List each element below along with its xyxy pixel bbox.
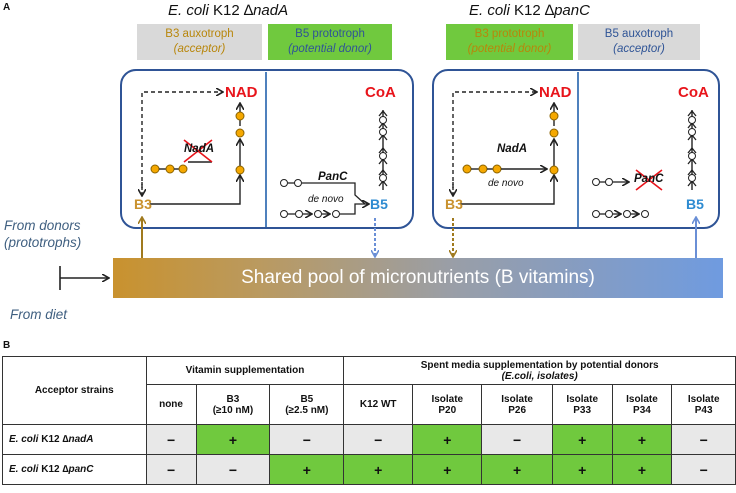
result-cell: −: [145, 424, 197, 455]
spent-header: Spent media supplementation by potential…: [343, 356, 736, 385]
right-nad-label: NAD: [539, 84, 572, 101]
shared-pool-bar: Shared pool of micronutrients (B vitamin…: [113, 258, 723, 298]
right-tag2-line1: B5 auxotroph: [604, 28, 674, 40]
col-header: B3(≥10 nM): [195, 384, 271, 425]
col-header: B5(≥2.5 nM): [269, 384, 345, 425]
left-cell-divider: [265, 72, 267, 227]
left-nad-pathway: [142, 92, 245, 205]
column-header-row: none B3(≥10 nM) B5(≥2.5 nM) K12 WT Isola…: [3, 384, 736, 425]
left-title-strain: K12 ∆: [208, 2, 254, 19]
result-cell: −: [195, 454, 271, 485]
result-cell: +: [269, 454, 345, 485]
result-cell: −: [145, 454, 197, 485]
result-cell: +: [481, 454, 553, 485]
row-label-nada: E. coli K12 ∆nadA: [2, 424, 147, 455]
right-coa-label: CoA: [678, 84, 709, 101]
right-tag1-line1: B3 prototroph: [474, 28, 545, 40]
right-tag-b3-prototroph: B3 prototroph (potential donor): [446, 24, 573, 60]
col-header: K12 WT: [343, 384, 414, 425]
right-title-species: E. coli: [469, 2, 510, 19]
result-cell: +: [551, 454, 613, 485]
table-row: E. coli K12 ∆nadA − + − − + − + + −: [2, 424, 736, 455]
result-cell: +: [195, 424, 271, 455]
from-diet-label: From diet: [10, 307, 68, 322]
acceptor-header: Acceptor strains: [2, 356, 147, 425]
left-tag-b3-auxotroph: B3 auxotroph (acceptor): [137, 24, 262, 60]
right-cell-divider: [577, 72, 579, 227]
left-tag-b5-prototroph: B5 prototroph (potential donor): [268, 24, 392, 60]
right-denovo-label: de novo: [488, 178, 524, 189]
left-nada-label: NadA: [184, 143, 215, 155]
result-cell: +: [611, 424, 673, 455]
from-donors-label: From donors: [4, 218, 81, 233]
left-tag1-line2: (acceptor): [173, 43, 226, 55]
right-strain-title: E. coli K12 ∆panC: [469, 2, 590, 19]
left-coa-pathway: [280, 109, 388, 218]
pathway-diagram: [59, 0, 736, 290]
panel-b-label: B: [3, 340, 11, 351]
right-cell: [432, 69, 720, 229]
result-cell: −: [671, 454, 736, 485]
right-nada-label: NadA: [497, 143, 528, 155]
right-tag2-line2: (acceptor): [613, 43, 665, 55]
result-cell: +: [412, 424, 483, 455]
left-cell: [120, 69, 414, 229]
right-b3-label: B3: [445, 196, 463, 212]
result-cell: +: [412, 454, 483, 485]
right-title-gene: panC: [554, 2, 590, 19]
right-b5-label: B5: [686, 196, 704, 212]
result-cell: −: [343, 424, 414, 455]
left-title-species: E. coli: [168, 2, 209, 19]
result-cell: +: [343, 454, 414, 485]
left-tag2-line1: B5 prototroph: [295, 28, 365, 40]
table-row: E. coli K12 ∆panC − − + + + + + + −: [2, 454, 736, 485]
spent-header-line2: (E.coli, isolates): [501, 370, 578, 382]
left-tag1-line1: B3 auxotroph: [165, 28, 234, 40]
right-tag1-line2: (potential donor): [467, 43, 552, 55]
left-denovo-label: de novo: [308, 194, 344, 205]
prototrophs-label: (prototrophs): [4, 235, 82, 250]
result-cell: −: [481, 424, 553, 455]
result-cell: +: [551, 424, 613, 455]
panel-a-label: A: [3, 2, 11, 13]
right-panc-label: PanC: [634, 173, 664, 185]
result-cell: +: [611, 454, 673, 485]
left-strain-title: E. coli K12 ∆nadA: [168, 2, 288, 19]
right-title-strain: K12 ∆: [509, 2, 555, 19]
vitamin-header: Vitamin supplementation: [145, 356, 345, 385]
right-coa-pathway: [592, 109, 697, 218]
left-b3-label: B3: [134, 196, 152, 212]
result-cell: −: [269, 424, 345, 455]
left-coa-label: CoA: [365, 84, 396, 101]
left-tag2-line2: (potential donor): [288, 43, 372, 55]
left-panc-label: PanC: [318, 171, 348, 183]
left-nad-label: NAD: [225, 84, 258, 101]
right-nad-pathway: [453, 92, 559, 205]
supplementation-table: Acceptor strains Vitamin supplementation…: [2, 356, 736, 485]
right-tag-b5-auxotroph: B5 auxotroph (acceptor): [578, 24, 700, 60]
spent-header-line1: Spent media supplementation by potential…: [420, 359, 659, 371]
row-label-panc: E. coli K12 ∆panC: [2, 454, 147, 485]
result-cell: −: [671, 424, 736, 455]
left-b5-label: B5: [370, 196, 388, 212]
col-header: none: [145, 384, 197, 425]
left-title-gene: nadA: [253, 2, 289, 19]
